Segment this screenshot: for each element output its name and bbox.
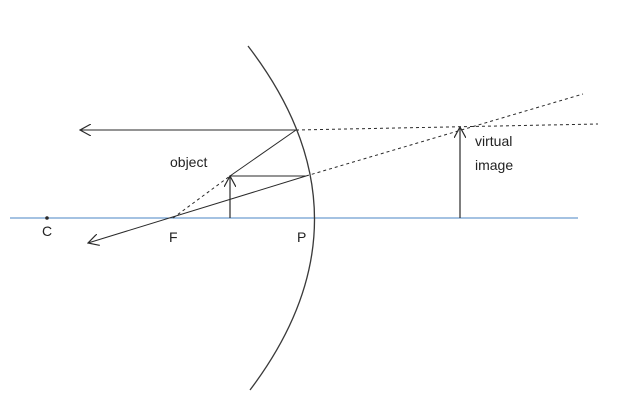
label-center: C [42,223,52,239]
dashed-extension-lower [305,93,584,177]
ray-parallel-reflected [88,175,307,243]
dashed-extension-focus [172,175,231,219]
ray-focal-incident [229,129,297,177]
label-object: object [170,154,207,170]
label-focus: F [169,229,178,245]
center-point [45,216,49,220]
convex-mirror [247,45,316,391]
label-virtual: virtual [475,133,512,149]
label-pole: P [297,229,306,245]
dashed-extension-upper [295,123,599,131]
label-image: image [475,157,513,173]
